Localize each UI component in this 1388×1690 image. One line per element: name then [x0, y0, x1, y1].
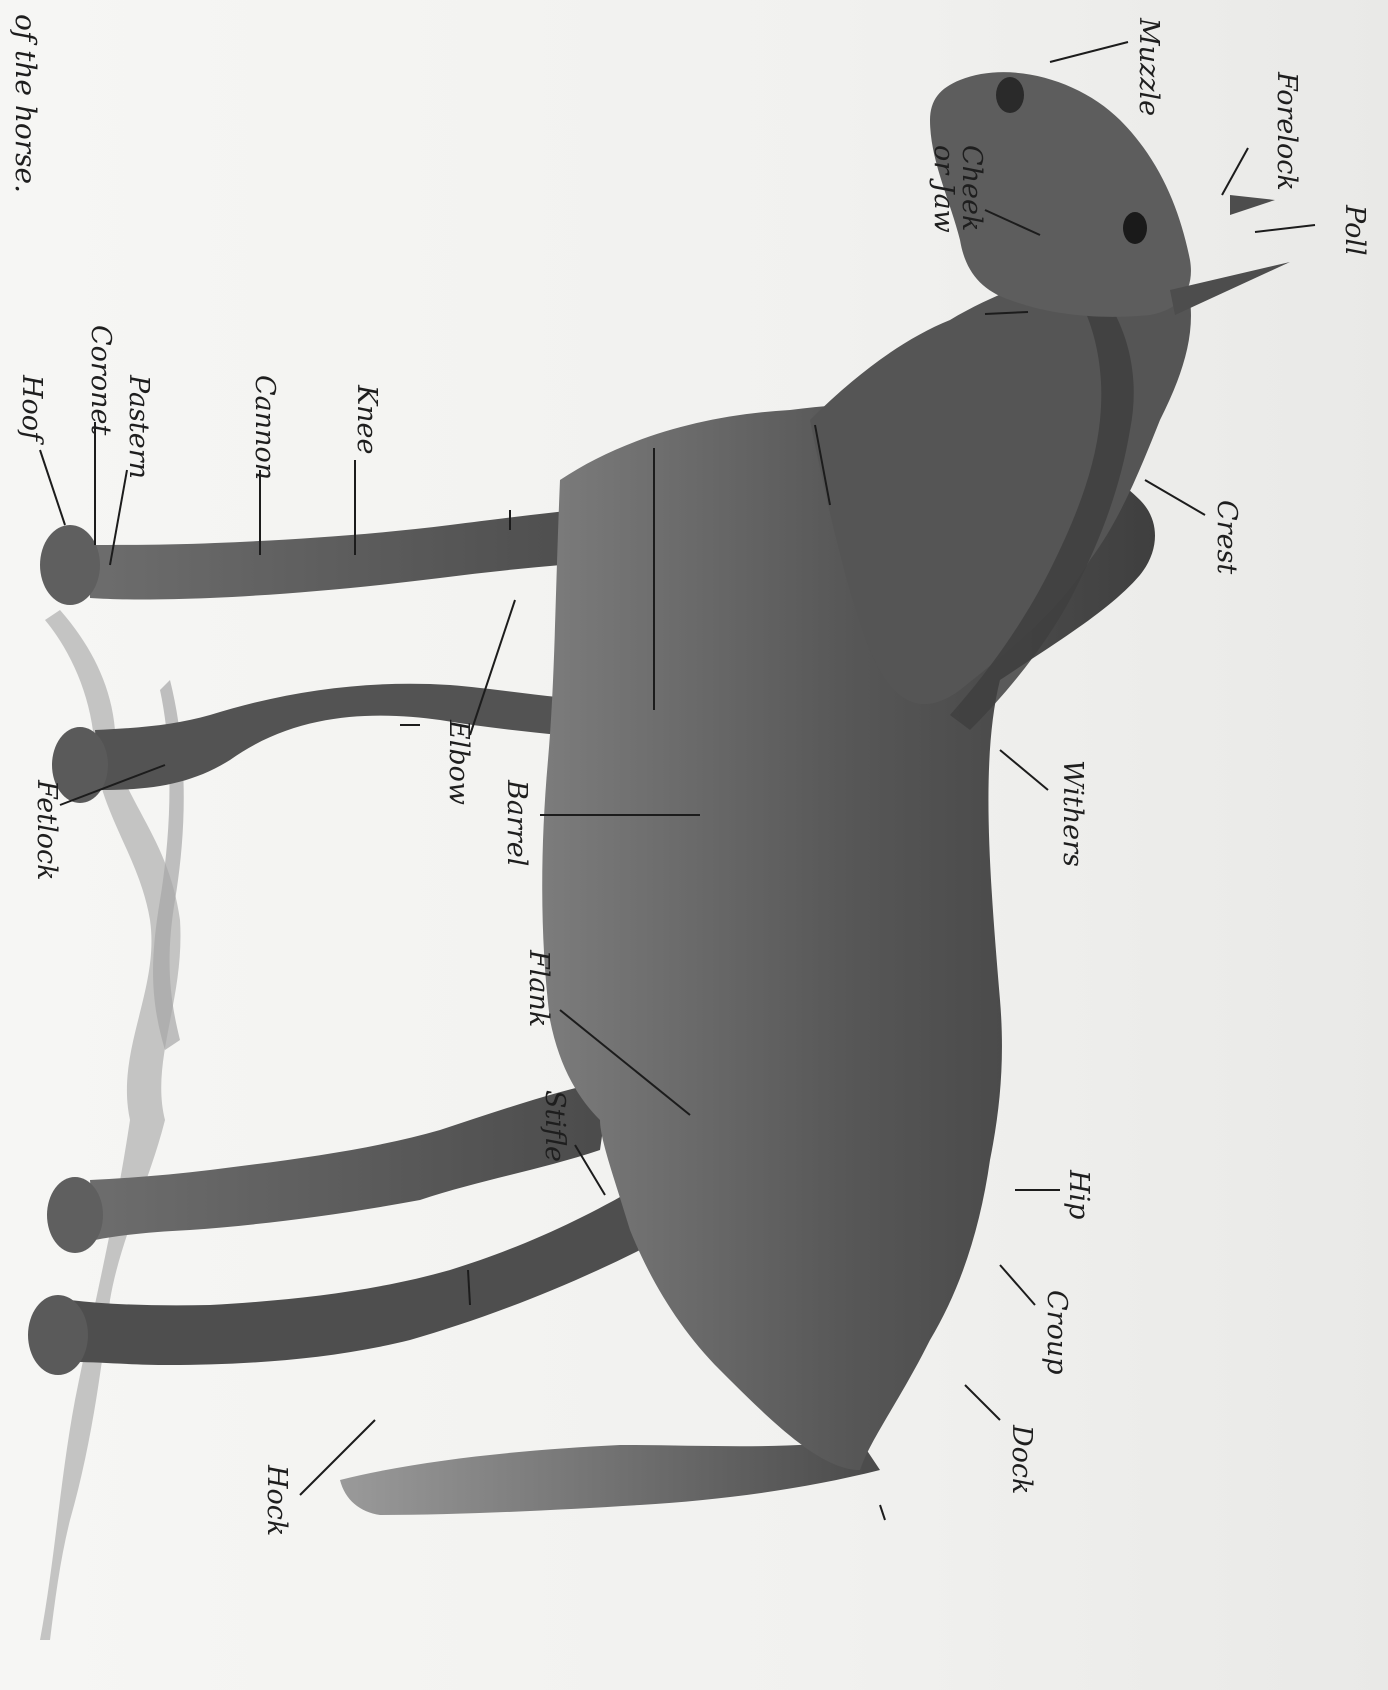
label-croup: Croup	[1043, 1290, 1070, 1375]
horse-eye	[1123, 212, 1147, 244]
leader-poll	[1255, 225, 1315, 232]
leader-hoof	[40, 450, 65, 525]
leader-croup	[1000, 1265, 1035, 1305]
label-forelock: Forelock	[1273, 72, 1300, 191]
leader-forelock	[1222, 148, 1248, 195]
horse-foreleg-near	[88, 505, 630, 600]
label-knee: Knee	[353, 385, 380, 455]
label-cheek: Cheek or Jaw	[928, 145, 985, 233]
leader-crest	[1145, 480, 1205, 515]
label-stifle: Stifle	[541, 1090, 568, 1162]
label-cannon: Cannon	[251, 375, 278, 480]
label-hoof: Hoof	[18, 375, 45, 441]
label-fetlock: Fetlock	[33, 780, 60, 880]
label-flank: Flank	[525, 950, 552, 1027]
hoof-hind-near	[47, 1177, 103, 1253]
leader-muzzle	[1050, 42, 1128, 62]
label-muzzle: Muzzle	[1135, 18, 1162, 116]
hoof-front-near	[40, 525, 100, 605]
leader-withers	[1000, 750, 1048, 790]
horse-ear-far	[1230, 195, 1275, 215]
label-cheek-line1: Cheek	[957, 145, 985, 233]
label-elbow: Elbow	[445, 720, 472, 805]
horse-hind-leg-near	[90, 1080, 610, 1240]
label-cheek-line2: or Jaw	[928, 145, 956, 233]
label-withers: Withers	[1059, 760, 1086, 867]
label-poll: Poll	[1341, 205, 1368, 256]
label-pastern: Pastern	[125, 375, 152, 479]
leader-tail	[880, 1505, 885, 1520]
label-crest: Crest	[1213, 500, 1240, 574]
horse-tail	[340, 1440, 880, 1515]
label-barrel: Barrel	[503, 780, 530, 866]
caption: of the horse.	[9, 14, 42, 193]
label-dock: Dock	[1008, 1425, 1035, 1494]
hoof-hind-far	[28, 1295, 88, 1375]
label-hip: Hip	[1065, 1170, 1092, 1219]
horse-nostril	[996, 77, 1024, 113]
horse-neck	[810, 265, 1191, 705]
leader-dock	[965, 1385, 1000, 1420]
label-hock: Hock	[263, 1465, 290, 1536]
label-coronet: Coronet	[87, 325, 114, 435]
